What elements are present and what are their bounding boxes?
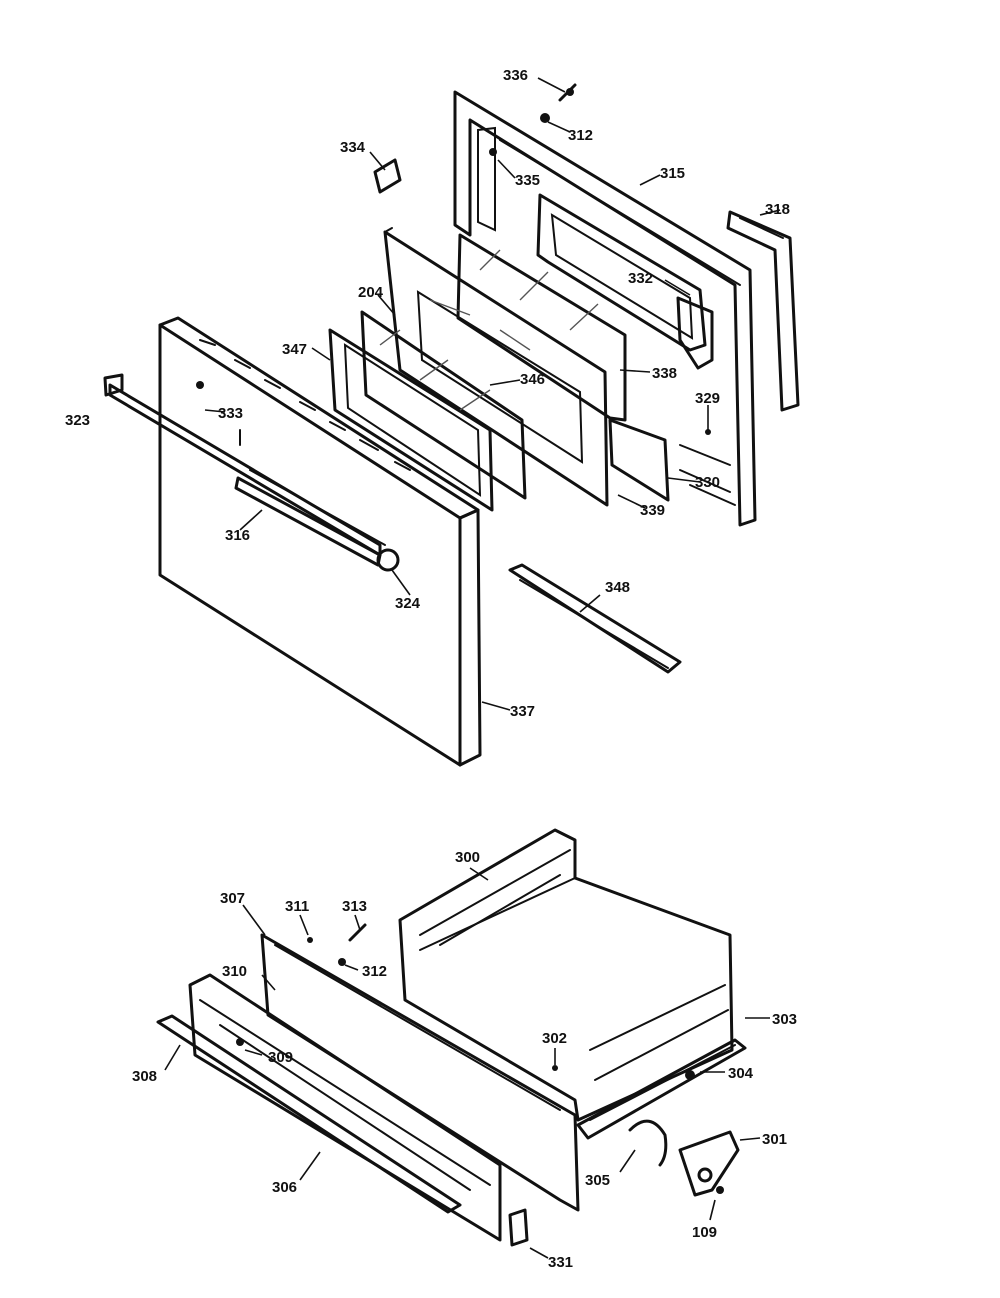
drawer-slide-rail [576,1038,747,1140]
label-324: 324 [395,595,421,612]
center-glass-panel [383,227,609,507]
drawer-front-panel [188,973,502,1242]
label-347: 347 [282,341,307,358]
label-300: 300 [455,849,480,866]
label-311: 311 [285,898,309,915]
door-gasket [726,210,800,412]
label-339: 339 [640,502,665,519]
label-329: 329 [695,390,720,407]
label-312-top: 312 [568,127,593,144]
label-313: 313 [342,898,367,915]
part-labels: 336 312 334 335 315 318 204 332 347 346 … [65,67,797,1271]
drawer-body [398,828,734,1122]
label-316: 316 [225,527,250,544]
label-304: 304 [728,1065,754,1082]
drawer-front-inner-panel [260,933,580,1212]
label-332: 332 [628,270,653,287]
label-301: 301 [762,1131,787,1148]
label-307: 307 [220,890,245,907]
label-303: 303 [772,1011,797,1028]
label-302: 302 [542,1030,567,1047]
label-330: 330 [695,474,720,491]
door-inner-liner [453,90,757,527]
label-310: 310 [222,963,247,980]
lower-glass [608,418,670,502]
label-318: 318 [765,201,790,218]
label-309: 309 [268,1049,293,1066]
label-315: 315 [660,165,685,182]
drawer-handle-trim [156,1014,462,1214]
label-312-bottom: 312 [362,963,387,980]
door-hardware [196,83,736,506]
label-346: 346 [520,371,545,388]
label-306: 306 [272,1179,297,1196]
outer-door-panel [158,316,482,767]
drawer-hardware [236,923,740,1247]
label-305: 305 [585,1172,610,1189]
label-336: 336 [503,67,528,84]
label-323: 323 [65,412,90,429]
label-333: 333 [218,405,243,422]
label-204: 204 [358,284,384,301]
door-glass-assembly [328,310,527,512]
label-335: 335 [515,172,540,189]
label-331: 331 [548,1254,573,1271]
label-338: 338 [652,365,677,382]
handle-end-caps [103,373,400,572]
inner-glass [456,233,627,422]
door-trim-strip [508,563,682,674]
label-348: 348 [605,579,630,596]
leader-lines [164,77,781,1259]
window-frame [536,193,714,370]
label-334: 334 [340,139,366,156]
label-308-left: 308 [132,1068,157,1085]
label-337: 337 [510,703,535,720]
label-109: 109 [692,1224,717,1241]
